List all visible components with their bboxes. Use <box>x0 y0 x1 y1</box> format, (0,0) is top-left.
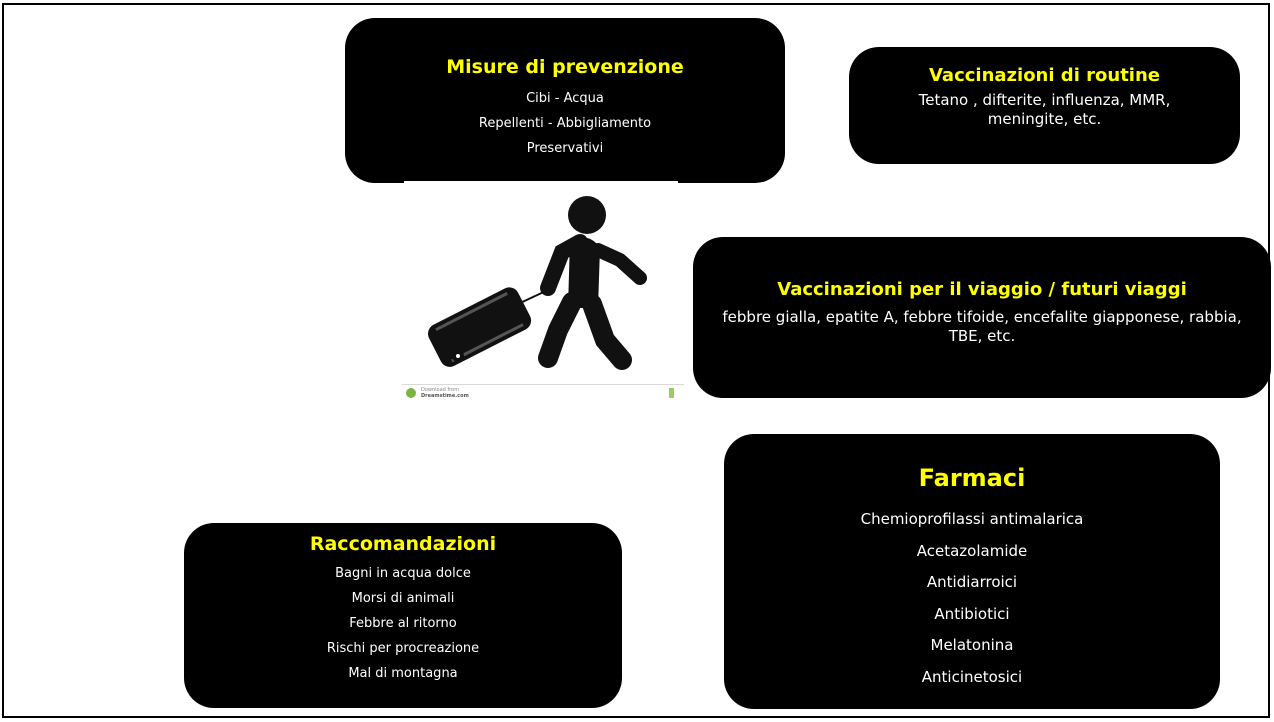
dreamstime-logo-icon <box>406 388 416 398</box>
medication-item: Melatonina <box>930 636 1014 654</box>
medications-title: Farmaci <box>918 464 1026 492</box>
recommendations-box: Raccomandazioni Bagni in acqua dolce Mor… <box>184 523 622 708</box>
recommendation-item: Mal di montagna <box>348 666 458 681</box>
stock-credit-bar: Download from Dreamstime.com <box>402 384 684 403</box>
routine-vaccinations-title: Vaccinazioni di routine <box>928 65 1160 86</box>
travel-vaccinations-text: febbre gialla, epatite A, febbre tifoide… <box>722 308 1242 345</box>
medication-item: Acetazolamide <box>916 541 1028 560</box>
traveler-with-suitcase-icon <box>428 196 647 370</box>
image-top-edge <box>404 181 678 185</box>
prevention-item: Cibi - Acqua <box>526 91 604 106</box>
routine-vaccinations-text: Tetano , difterite, influenza, MMR, meni… <box>918 91 1171 128</box>
stock-credit-text: Download from Dreamstime.com <box>421 387 469 399</box>
recommendation-item: Febbre al ritorno <box>349 616 457 631</box>
recommendation-item: Bagni in acqua dolce <box>335 566 471 581</box>
medication-item: Anticinetosici <box>921 667 1023 686</box>
prevention-item: Preservativi <box>526 141 604 156</box>
prevention-item: Repellenti - Abbigliamento <box>478 116 652 131</box>
stock-mark-icon <box>669 388 674 398</box>
recommendations-title: Raccomandazioni <box>309 533 497 555</box>
recommendation-item: Morsi di animali <box>351 591 455 606</box>
prevention-measures-box: Misure di prevenzione Cibi - Acqua Repel… <box>345 18 785 183</box>
medications-box: Farmaci Chemioprofilassi antimalarica Ac… <box>724 434 1220 709</box>
recommendation-item: Rischi per procreazione <box>326 641 480 656</box>
travel-vaccinations-box: Vaccinazioni per il viaggio / futuri via… <box>693 237 1271 398</box>
medication-item: Chemioprofilassi antimalarica <box>860 510 1084 528</box>
travel-vaccinations-title: Vaccinazioni per il viaggio / futuri via… <box>777 279 1187 300</box>
prevention-measures-title: Misure di prevenzione <box>446 56 684 78</box>
medication-item: Antidiarroici <box>926 573 1018 591</box>
routine-vaccinations-box: Vaccinazioni di routine Tetano , difteri… <box>849 47 1240 164</box>
medication-item: Antibiotici <box>934 604 1010 623</box>
